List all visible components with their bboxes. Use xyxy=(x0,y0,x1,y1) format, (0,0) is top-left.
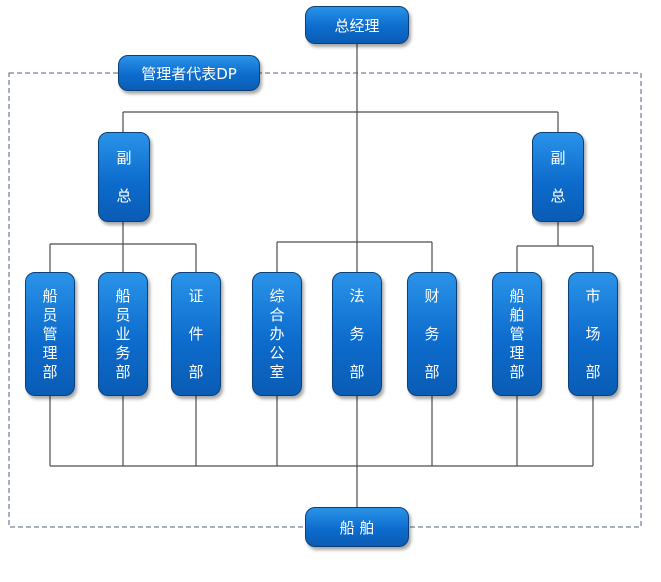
node-general-manager-label: 总经理 xyxy=(334,16,380,35)
node-ship[interactable]: 船 舶 xyxy=(305,507,409,547)
node-market-dept-label: 市场部 xyxy=(585,287,601,381)
node-crew-management-dept[interactable]: 船员管理部 xyxy=(25,272,75,396)
node-finance-dept[interactable]: 财务部 xyxy=(407,272,457,396)
node-vice-president-left-label: 副总 xyxy=(116,149,132,205)
node-ship-label: 船 舶 xyxy=(339,518,375,537)
node-crew-business-dept[interactable]: 船员业务部 xyxy=(98,272,148,396)
node-general-office-label: 综合办公室 xyxy=(269,286,285,381)
node-vice-president-left[interactable]: 副总 xyxy=(98,132,150,222)
node-vice-president-right[interactable]: 副总 xyxy=(532,132,584,222)
node-finance-dept-label: 财务部 xyxy=(424,287,440,381)
node-crew-business-dept-label: 船员业务部 xyxy=(115,286,131,381)
node-ship-management-dept[interactable]: 船舶管理部 xyxy=(492,272,542,396)
node-crew-management-dept-label: 船员管理部 xyxy=(42,286,58,381)
node-ship-management-dept-label: 船舶管理部 xyxy=(509,286,525,381)
node-legal-dept[interactable]: 法务部 xyxy=(332,272,382,396)
node-vice-president-right-label: 副总 xyxy=(550,149,566,205)
node-general-office[interactable]: 综合办公室 xyxy=(252,272,302,396)
node-certificate-dept[interactable]: 证件部 xyxy=(171,272,221,396)
node-management-representative[interactable]: 管理者代表DP xyxy=(118,55,260,91)
node-certificate-dept-label: 证件部 xyxy=(188,287,204,381)
node-general-manager[interactable]: 总经理 xyxy=(305,6,409,44)
node-management-representative-label: 管理者代表DP xyxy=(141,64,237,83)
node-legal-dept-label: 法务部 xyxy=(349,287,365,381)
node-market-dept[interactable]: 市场部 xyxy=(568,272,618,396)
